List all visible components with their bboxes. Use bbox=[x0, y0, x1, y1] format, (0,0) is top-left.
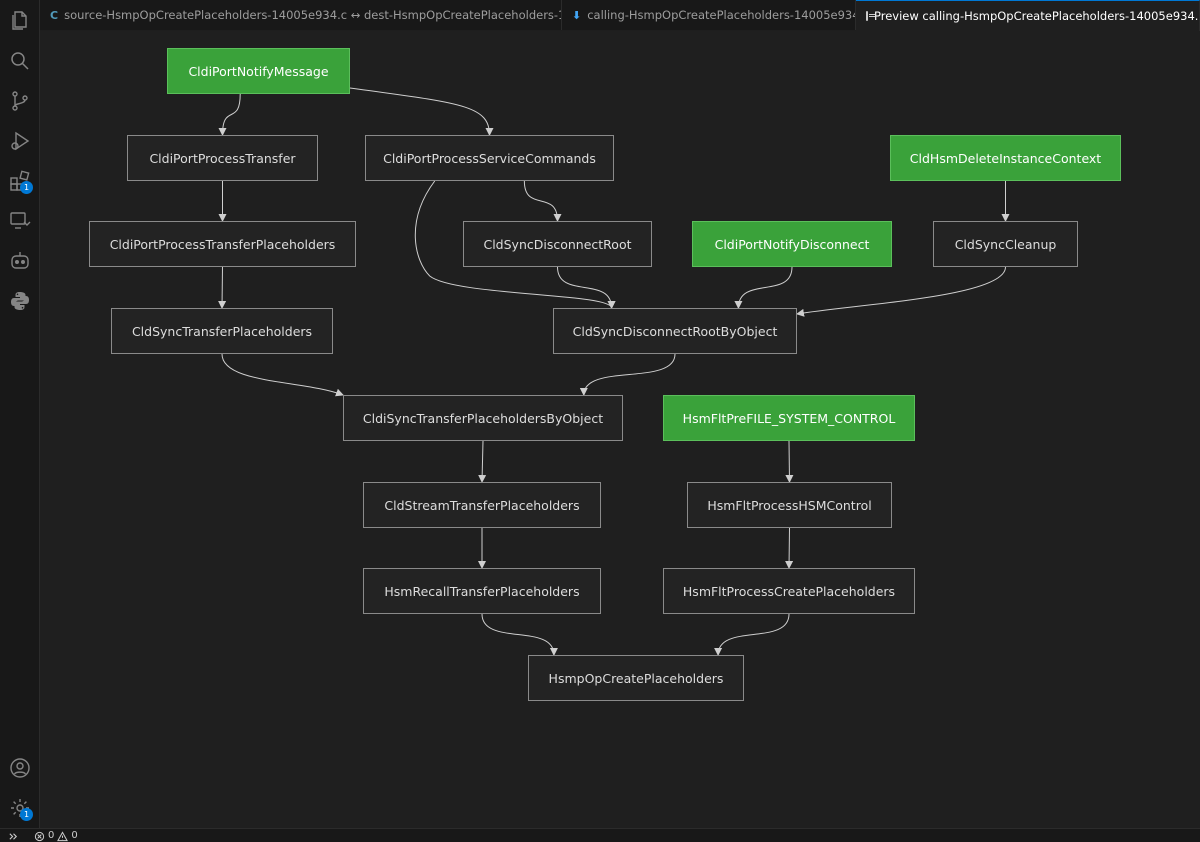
graph-node-CldSyncTransferPlaceholders: CldSyncTransferPlaceholders bbox=[111, 308, 333, 354]
graph-node-CldSyncDisconnectRootByObject: CldSyncDisconnectRootByObject bbox=[553, 308, 797, 354]
graph-node-CldSyncCleanup: CldSyncCleanup bbox=[933, 221, 1078, 267]
run-debug-icon[interactable] bbox=[8, 129, 32, 153]
graph-node-CldiPortNotifyDisconnect: CldiPortNotifyDisconnect bbox=[692, 221, 892, 267]
graph-node-HsmpOpCreatePlaceholders: HsmpOpCreatePlaceholders bbox=[528, 655, 744, 701]
tab-label: source-HsmpOpCreatePlaceholders-14005e93… bbox=[64, 8, 561, 22]
graph-node-HsmFltPreFILE_SYSTEM_CONTROL: HsmFltPreFILE_SYSTEM_CONTROL bbox=[663, 395, 915, 441]
error-icon bbox=[34, 831, 45, 841]
activity-bar: 1 1 bbox=[0, 0, 40, 828]
preview-icon bbox=[866, 11, 875, 21]
graph-edge bbox=[349, 87, 494, 136]
graph-edge bbox=[414, 180, 616, 309]
python-icon[interactable] bbox=[8, 289, 32, 313]
remote-explorer-icon[interactable] bbox=[8, 209, 32, 233]
extensions-badge: 1 bbox=[20, 181, 33, 194]
graph-node-HsmRecallTransferPlaceholders: HsmRecallTransferPlaceholders bbox=[363, 568, 601, 614]
graph-node-CldiSyncTransferPlaceholdersByObject: CldiSyncTransferPlaceholdersByObject bbox=[343, 395, 623, 441]
graph-node-CldiPortProcessTransfer: CldiPortProcessTransfer bbox=[127, 135, 318, 181]
search-icon[interactable] bbox=[8, 49, 32, 73]
graph-edge bbox=[221, 353, 344, 397]
tab-preview-md[interactable]: Preview calling-HsmpOpCreatePlaceholders… bbox=[856, 0, 1200, 31]
status-bar: 0 0 bbox=[0, 828, 1200, 842]
problems-indicator[interactable]: 0 0 bbox=[34, 829, 78, 842]
settings-badge: 1 bbox=[20, 808, 33, 821]
c-file-icon: C bbox=[50, 8, 59, 22]
graph-node-CldHsmDeleteInstanceContext: CldHsmDeleteInstanceContext bbox=[890, 135, 1121, 181]
graph-edge bbox=[734, 266, 793, 309]
graph-edge bbox=[785, 527, 794, 569]
account-icon[interactable] bbox=[8, 756, 32, 780]
graph-edge bbox=[218, 93, 241, 136]
graph-edge bbox=[714, 613, 790, 656]
graph-node-CldiPortNotifyMessage: CldiPortNotifyMessage bbox=[167, 48, 350, 94]
call-graph-edges bbox=[218, 87, 1010, 656]
tab-source-diff[interactable]: C source-HsmpOpCreatePlaceholders-14005e… bbox=[40, 0, 562, 30]
graph-edge bbox=[218, 266, 227, 309]
graph-edge bbox=[557, 266, 616, 309]
graph-edge bbox=[785, 440, 794, 483]
markdown-file-icon: ⬇ bbox=[572, 8, 582, 22]
explorer-icon[interactable] bbox=[8, 9, 32, 33]
warning-count: 0 bbox=[71, 830, 78, 841]
tab-label: Preview calling-HsmpOpCreatePlaceholders… bbox=[874, 9, 1200, 23]
warning-icon bbox=[57, 830, 69, 841]
graph-node-CldStreamTransferPlaceholders: CldStreamTransferPlaceholders bbox=[363, 482, 601, 528]
graph-edge bbox=[478, 440, 487, 483]
graph-edge bbox=[579, 353, 676, 396]
error-count: 0 bbox=[48, 830, 55, 841]
tab-calling-md[interactable]: ⬇ calling-HsmpOpCreatePlaceholders-14005… bbox=[562, 0, 856, 30]
graph-node-CldSyncDisconnectRoot: CldSyncDisconnectRoot bbox=[463, 221, 652, 267]
graph-edge bbox=[481, 613, 558, 656]
editor-tab-bar: C source-HsmpOpCreatePlaceholders-14005e… bbox=[40, 0, 1200, 31]
graph-edge bbox=[796, 266, 1006, 317]
graph-node-HsmFltProcessCreatePlaceholders: HsmFltProcessCreatePlaceholders bbox=[663, 568, 915, 614]
tab-label: calling-HsmpOpCreatePlaceholders-14005e9… bbox=[587, 8, 856, 22]
graph-node-HsmFltProcessHSMControl: HsmFltProcessHSMControl bbox=[687, 482, 892, 528]
graph-node-CldiPortProcessServiceCommands: CldiPortProcessServiceCommands bbox=[365, 135, 614, 181]
source-control-icon[interactable] bbox=[8, 89, 32, 113]
remote-indicator-icon[interactable] bbox=[8, 829, 19, 842]
graph-node-CldiPortProcessTransferPlaceholders: CldiPortProcessTransferPlaceholders bbox=[89, 221, 356, 267]
graph-edge bbox=[523, 180, 562, 222]
copilot-icon[interactable] bbox=[8, 249, 32, 273]
